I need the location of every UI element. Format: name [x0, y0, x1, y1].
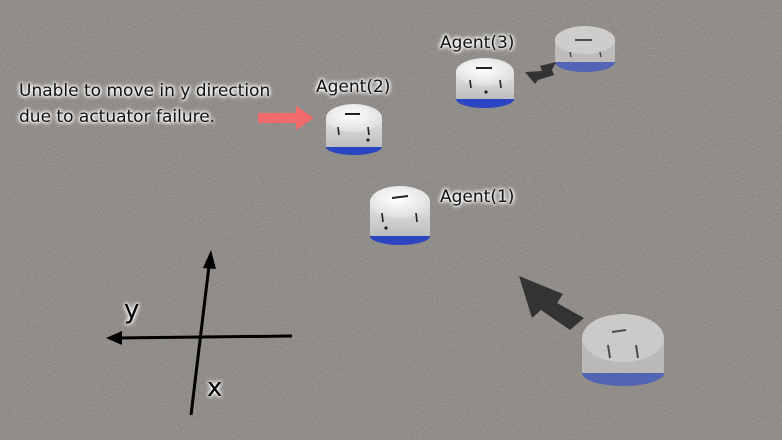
agent-2-robot [326, 104, 382, 155]
agent-1-motion-arrow [519, 276, 584, 330]
failure-annotation-line-1: Unable to move in y direction [19, 81, 271, 101]
agent-3-start-position [555, 26, 615, 72]
x-axis-label: x [207, 373, 223, 403]
coordinate-axes [106, 250, 293, 416]
agent-1-robot [370, 186, 430, 245]
agent-3-label: Agent(3) [440, 33, 515, 53]
agent-1-label: Agent(1) [440, 187, 515, 207]
agent-3-motion-arrow [525, 62, 556, 84]
failure-annotation-line-2: due to actuator failure. [19, 107, 216, 127]
agent-1-start-position [582, 314, 664, 386]
y-axis-label: y [124, 295, 140, 325]
agent-2-label: Agent(2) [316, 77, 391, 97]
agent-3-robot [456, 58, 514, 108]
failure-indicator-arrow [258, 106, 314, 130]
